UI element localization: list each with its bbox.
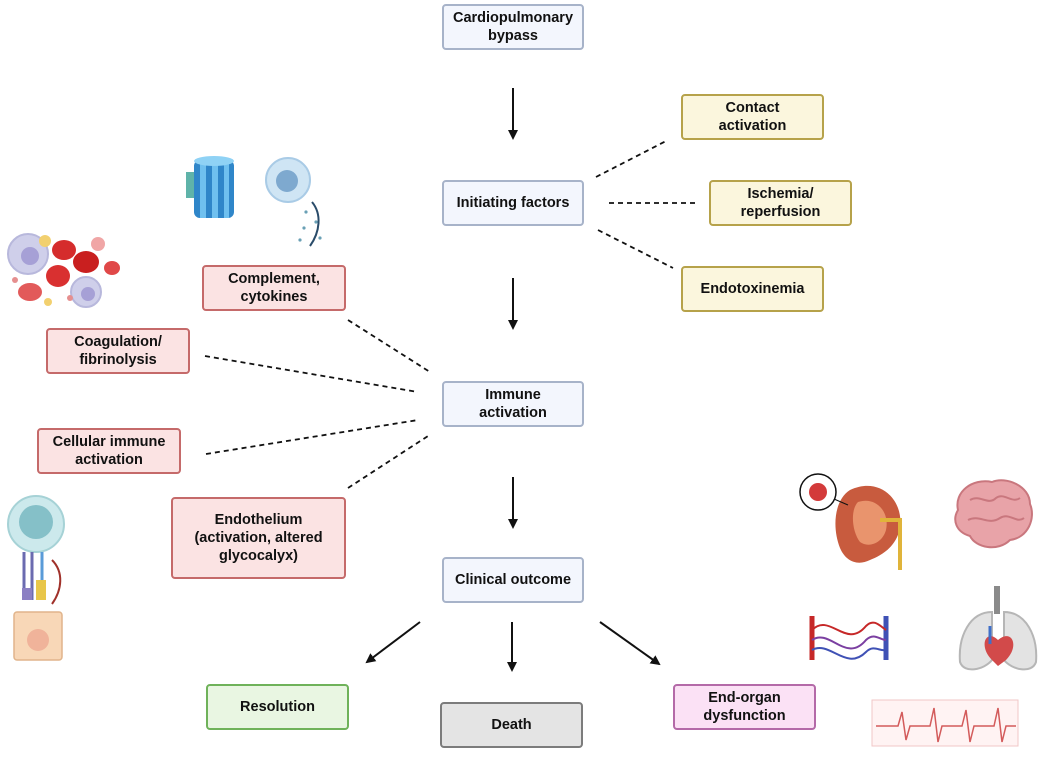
brain-icon: [954, 479, 1033, 549]
dash-immune-complement: [347, 319, 431, 373]
end-organ-dysfunction-box: End-organ dysfunction: [673, 684, 816, 730]
leukocyte-endothelium-icon: [7, 495, 65, 661]
dash-initiating-contact: [595, 139, 669, 178]
heart-lungs-icon: [958, 586, 1038, 671]
coagulation-fibrinolysis-box: Coagulation/ fibrinolysis: [46, 328, 190, 374]
resolution-box: Resolution: [206, 684, 349, 730]
cellular-immune-activation-box: Cellular immune activation: [37, 428, 181, 474]
dash-immune-coag: [204, 355, 419, 393]
dash-immune-endothelium: [347, 435, 429, 489]
immune-cell-icon: [265, 157, 322, 247]
death-box: Death: [440, 702, 583, 748]
complement-cytokines-box: Complement, cytokines: [202, 265, 346, 311]
arrow-clinical-to-endorgan: [599, 621, 661, 666]
endotoxinemia-box: Endotoxinemia: [681, 266, 824, 312]
endothelium-box: Endothelium (activation, altered glycoca…: [171, 497, 346, 579]
ischemia-reperfusion-box: Ischemia/ reperfusion: [709, 180, 852, 226]
blood-cells-icon: [7, 233, 120, 308]
ecg-icon: [871, 699, 1019, 747]
clinical-outcome-box: Clinical outcome: [442, 557, 584, 603]
contact-activation-box: Contact activation: [681, 94, 824, 140]
cpb-box: Cardiopulmonary bypass: [442, 4, 584, 50]
capillary-icon: [809, 616, 889, 660]
initiating-factors-box: Initiating factors: [442, 180, 584, 226]
kidney-icon: [799, 473, 902, 570]
immune-activation-box: Immune activation: [442, 381, 584, 427]
arrow-clinical-to-resolution: [365, 621, 421, 664]
membrane-channel-icon: [186, 156, 234, 218]
